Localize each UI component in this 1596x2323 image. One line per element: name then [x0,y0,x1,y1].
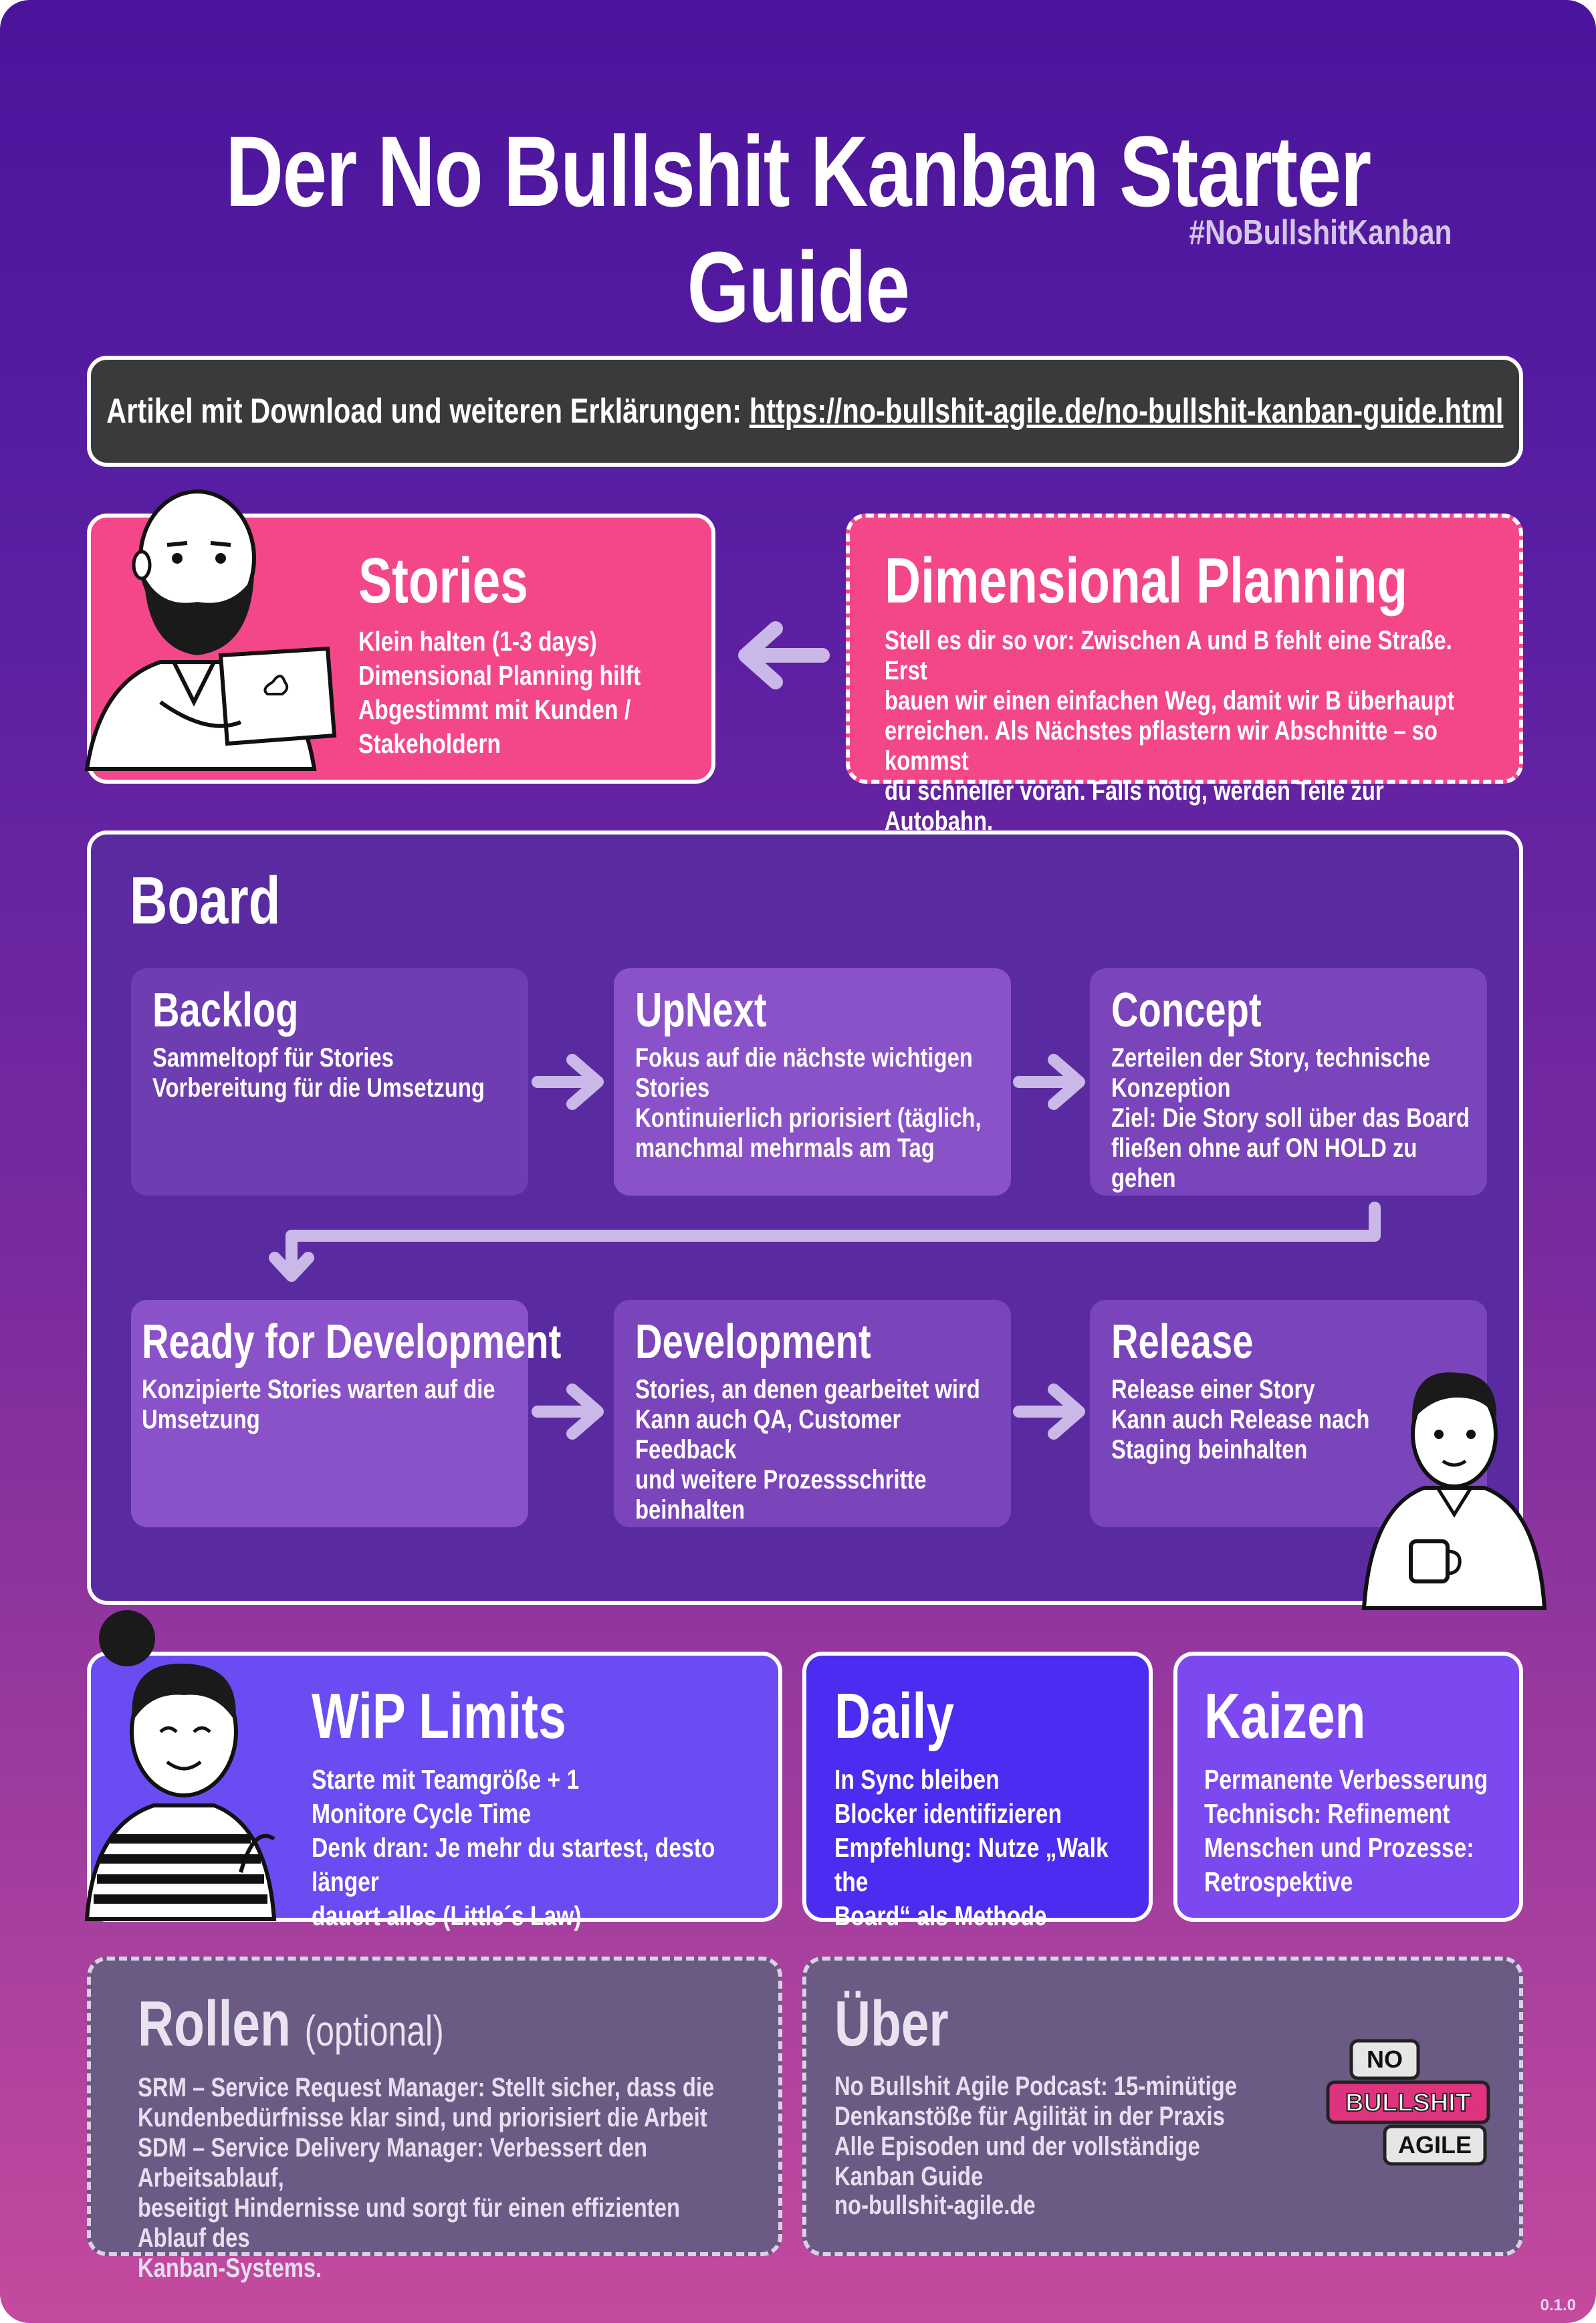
man-with-cup-illustration [1361,1372,1547,1610]
column-concept: Concept Zerteilen der Story, technische … [1090,968,1487,1196]
arrow-right-icon [1013,1054,1085,1110]
column-ready-for-development: Ready for Development Konzipierte Storie… [131,1300,561,1527]
roles-title-text: Rollen [138,1988,291,2060]
wip-line: Denk dran: Je mehr du startest, desto lä… [312,1832,715,1931]
roles-optional: (optional) [304,2007,444,2055]
about-site-link[interactable]: no-bullshit-agile.de [834,2191,1036,2220]
version-label: 0.1.0 [1540,2296,1576,2314]
about-line: No Bullshit Agile Podcast: 15-minütige D… [834,2072,1237,2131]
kaizen-card: Kaizen Permanente Verbesserung Technisch… [1173,1652,1523,1922]
column-line: Kann auch QA, Customer Feedback und weit… [635,1405,927,1525]
kaizen-line: Permanente Verbesserung [1204,1764,1488,1795]
column-upnext: UpNext Fokus auf die nächste wichtigen S… [614,968,1011,1196]
about-line: Alle Episoden und der vollständige Kanba… [834,2132,1200,2191]
svg-text:BULLSHIT: BULLSHIT [1345,2089,1471,2117]
arrow-right-icon [1013,1384,1085,1440]
board-card: Board Backlog Sammeltopf für Stories Vor… [87,831,1523,1605]
wip-title: WiP Limits [312,1680,566,1752]
column-title: Backlog [152,984,299,1037]
stories-line: Abgestimmt mit Kunden / Stakeholdern [358,694,631,759]
kaizen-line: Technisch: Refinement [1204,1798,1450,1829]
wip-line: Starte mit Teamgröße + 1 [312,1764,580,1795]
column-title: UpNext [635,984,767,1037]
column-title: Concept [1111,984,1262,1037]
arrow-right-icon [532,1384,604,1440]
kaizen-title: Kaizen [1204,1680,1366,1752]
daily-title: Daily [834,1680,954,1752]
svg-text:NO: NO [1367,2045,1403,2073]
return-arrow-icon [269,1202,1381,1282]
arrow-left-icon [738,621,830,689]
article-banner: Artikel mit Download und weiteren Erklär… [87,356,1523,467]
hashtag: #NoBullshitKanban [1189,213,1452,252]
column-line: Kann auch Release nach Staging beinhalte… [1111,1405,1370,1464]
page-title: Der No Bullshit Kanban Starter Guide [225,115,1371,343]
arrow-right-icon [532,1054,604,1110]
daily-card: Daily In Sync bleiben Blocker identifizi… [802,1652,1153,1931]
article-link[interactable]: https://no-bullshit-agile.de/no-bullshit… [749,392,1504,431]
wip-line: Monitore Cycle Time [312,1798,532,1829]
column-title: Ready for Development [142,1315,562,1369]
kaizen-line: Menschen und Prozesse: Retrospektive [1204,1832,1474,1897]
dimensional-planning-text: Stell es dir so vor: Zwischen A und B fe… [885,626,1455,836]
board-title: Board [130,863,281,938]
bearded-man-illustration [84,489,337,771]
column-line: Konzipierte Stories warten auf die Umset… [142,1375,495,1434]
svg-text:AGILE: AGILE [1398,2131,1472,2159]
column-line: Release einer Story [1111,1375,1315,1404]
stories-line: Klein halten (1-3 days) [358,626,597,657]
roles-line: SRM – Service Request Manager: Stellt si… [138,2073,715,2132]
column-line: Vorbereitung für die Umsetzung [152,1073,485,1103]
column-line: Stories, an denen gearbeitet wird [635,1375,980,1404]
column-line: Sammeltopf für Stories [152,1043,394,1073]
roles-line: SDM – Service Delivery Manager: Verbesse… [138,2133,680,2283]
stories-title: Stories [358,545,528,617]
column-line: Kontinuierlich priorisiert (täglich, man… [635,1103,982,1163]
daily-line: Blocker identifizieren [834,1798,1062,1829]
roles-card: Rollen (optional) SRM – Service Request … [87,1957,782,2283]
woman-illustration [84,1610,277,1921]
column-title: Release [1111,1315,1254,1369]
column-line: Fokus auf die nächste wichtigen Stories [635,1043,973,1103]
about-card: Über No Bullshit Agile Podcast: 15-minüt… [802,1957,1523,2256]
column-line: Zerteilen der Story, technische Konzepti… [1111,1043,1430,1103]
dimensional-planning-card: Dimensional Planning Stell es dir so vor… [846,514,1523,836]
article-label: Artikel mit Download und weiteren Erklär… [106,392,750,431]
roles-title: Rollen (optional) [138,1987,444,2061]
column-line: Ziel: Die Story soll über das Board flie… [1111,1103,1470,1193]
daily-line: Empfehlung: Nutze „Walk the Board“ als M… [834,1832,1109,1931]
stories-line: Dimensional Planning hilft [358,660,641,691]
dimensional-planning-title: Dimensional Planning [885,545,1408,617]
no-bullshit-agile-logo: NO BULLSHIT AGILE [1326,2039,1490,2166]
about-title: Über [834,1988,949,2060]
column-title: Development [635,1315,871,1369]
daily-line: In Sync bleiben [834,1764,1000,1795]
column-backlog: Backlog Sammeltopf für Stories Vorbereit… [131,968,528,1196]
column-development: Development Stories, an denen gearbeitet… [614,1300,1011,1527]
